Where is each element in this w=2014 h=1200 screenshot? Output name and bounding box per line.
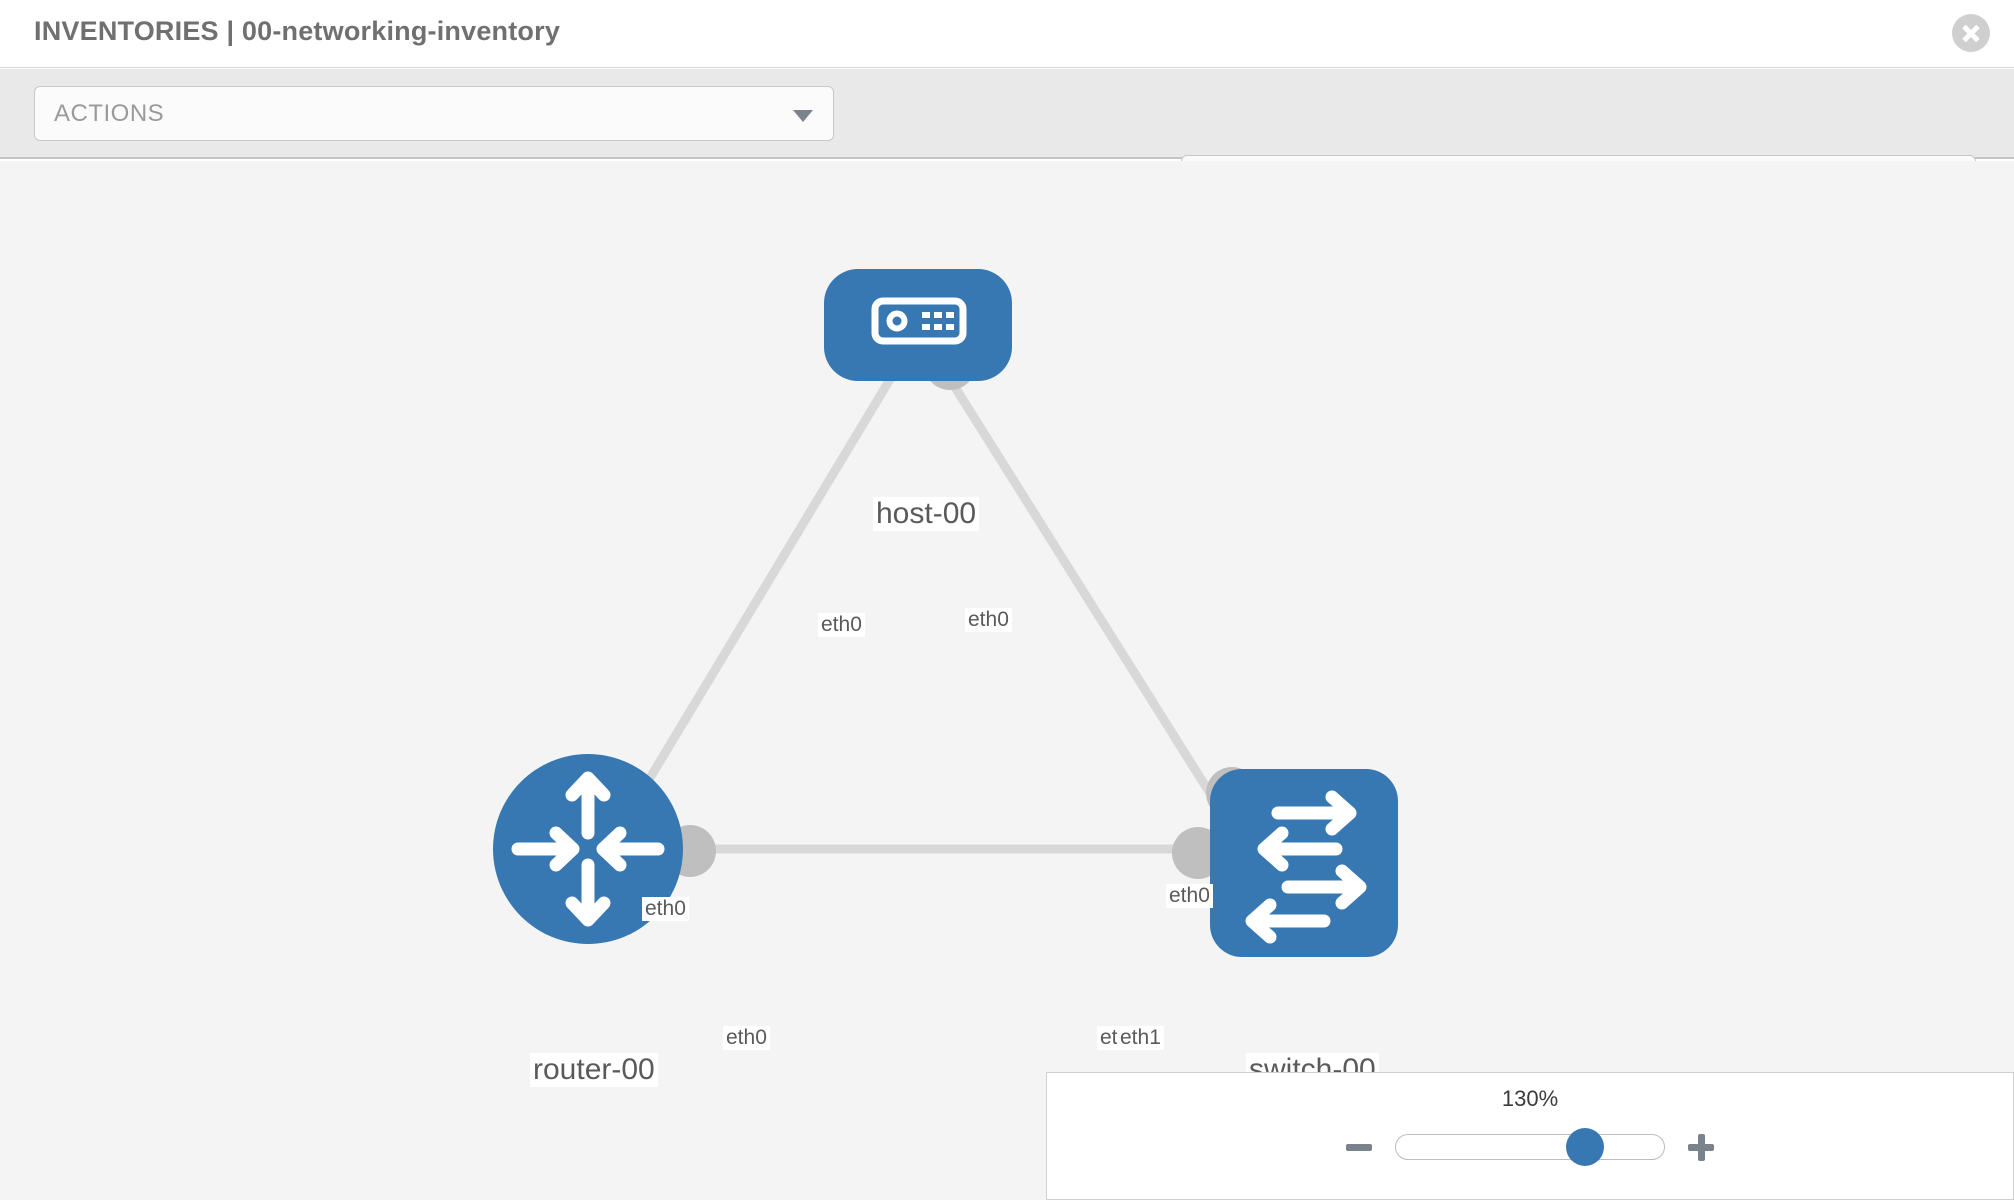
- iface-label: eth0: [818, 613, 865, 638]
- zoom-control-panel: 130%: [1046, 1072, 2014, 1200]
- iface-label: eth1: [1117, 1026, 1164, 1051]
- server-device-icon: [871, 297, 967, 345]
- iface-label: eth0: [965, 608, 1012, 633]
- node-host-00-shape[interactable]: [824, 269, 1012, 381]
- iface-label: eth0: [723, 1026, 770, 1051]
- iface-label: eth0: [642, 897, 689, 922]
- zoom-level-value: 130%: [1501, 1086, 1559, 1111]
- link-host-switch[interactable]: [944, 373, 1249, 852]
- node-host-00[interactable]: [824, 269, 1012, 381]
- node-router-00[interactable]: [493, 754, 683, 944]
- minus-icon[interactable]: [1343, 1131, 1375, 1163]
- topology-links: [596, 373, 1249, 864]
- zoom-slider[interactable]: [1395, 1128, 1665, 1166]
- node-label-host-00: host-00: [873, 497, 980, 531]
- toolbar: ACTIONS SEARCH: [0, 69, 2014, 210]
- node-label-router-00: router-00: [530, 1053, 658, 1087]
- node-router-00-shape[interactable]: [493, 754, 683, 944]
- router-four-arrows-icon: [511, 771, 665, 927]
- close-circle-icon[interactable]: [1952, 14, 1990, 52]
- topology-graph: [493, 269, 1398, 957]
- iface-label: eth0: [1166, 884, 1213, 909]
- topology-canvas[interactable]: host-00 router-00 switch-00 eth0 eth0 et…: [0, 161, 2014, 1200]
- actions-dropdown-label: ACTIONS: [54, 100, 165, 127]
- page-title: INVENTORIES | 00-networking-inventory: [34, 16, 561, 46]
- chevron-down-icon: [793, 110, 813, 122]
- switch-arrows-icon: [1245, 790, 1367, 944]
- window-header: INVENTORIES | 00-networking-inventory: [0, 0, 2014, 68]
- plus-icon[interactable]: [1685, 1131, 1717, 1163]
- node-switch-00[interactable]: [1210, 769, 1398, 957]
- zoom-slider-thumb[interactable]: [1566, 1128, 1604, 1166]
- node-switch-00-shape[interactable]: [1210, 769, 1398, 957]
- actions-dropdown[interactable]: ACTIONS: [34, 86, 834, 141]
